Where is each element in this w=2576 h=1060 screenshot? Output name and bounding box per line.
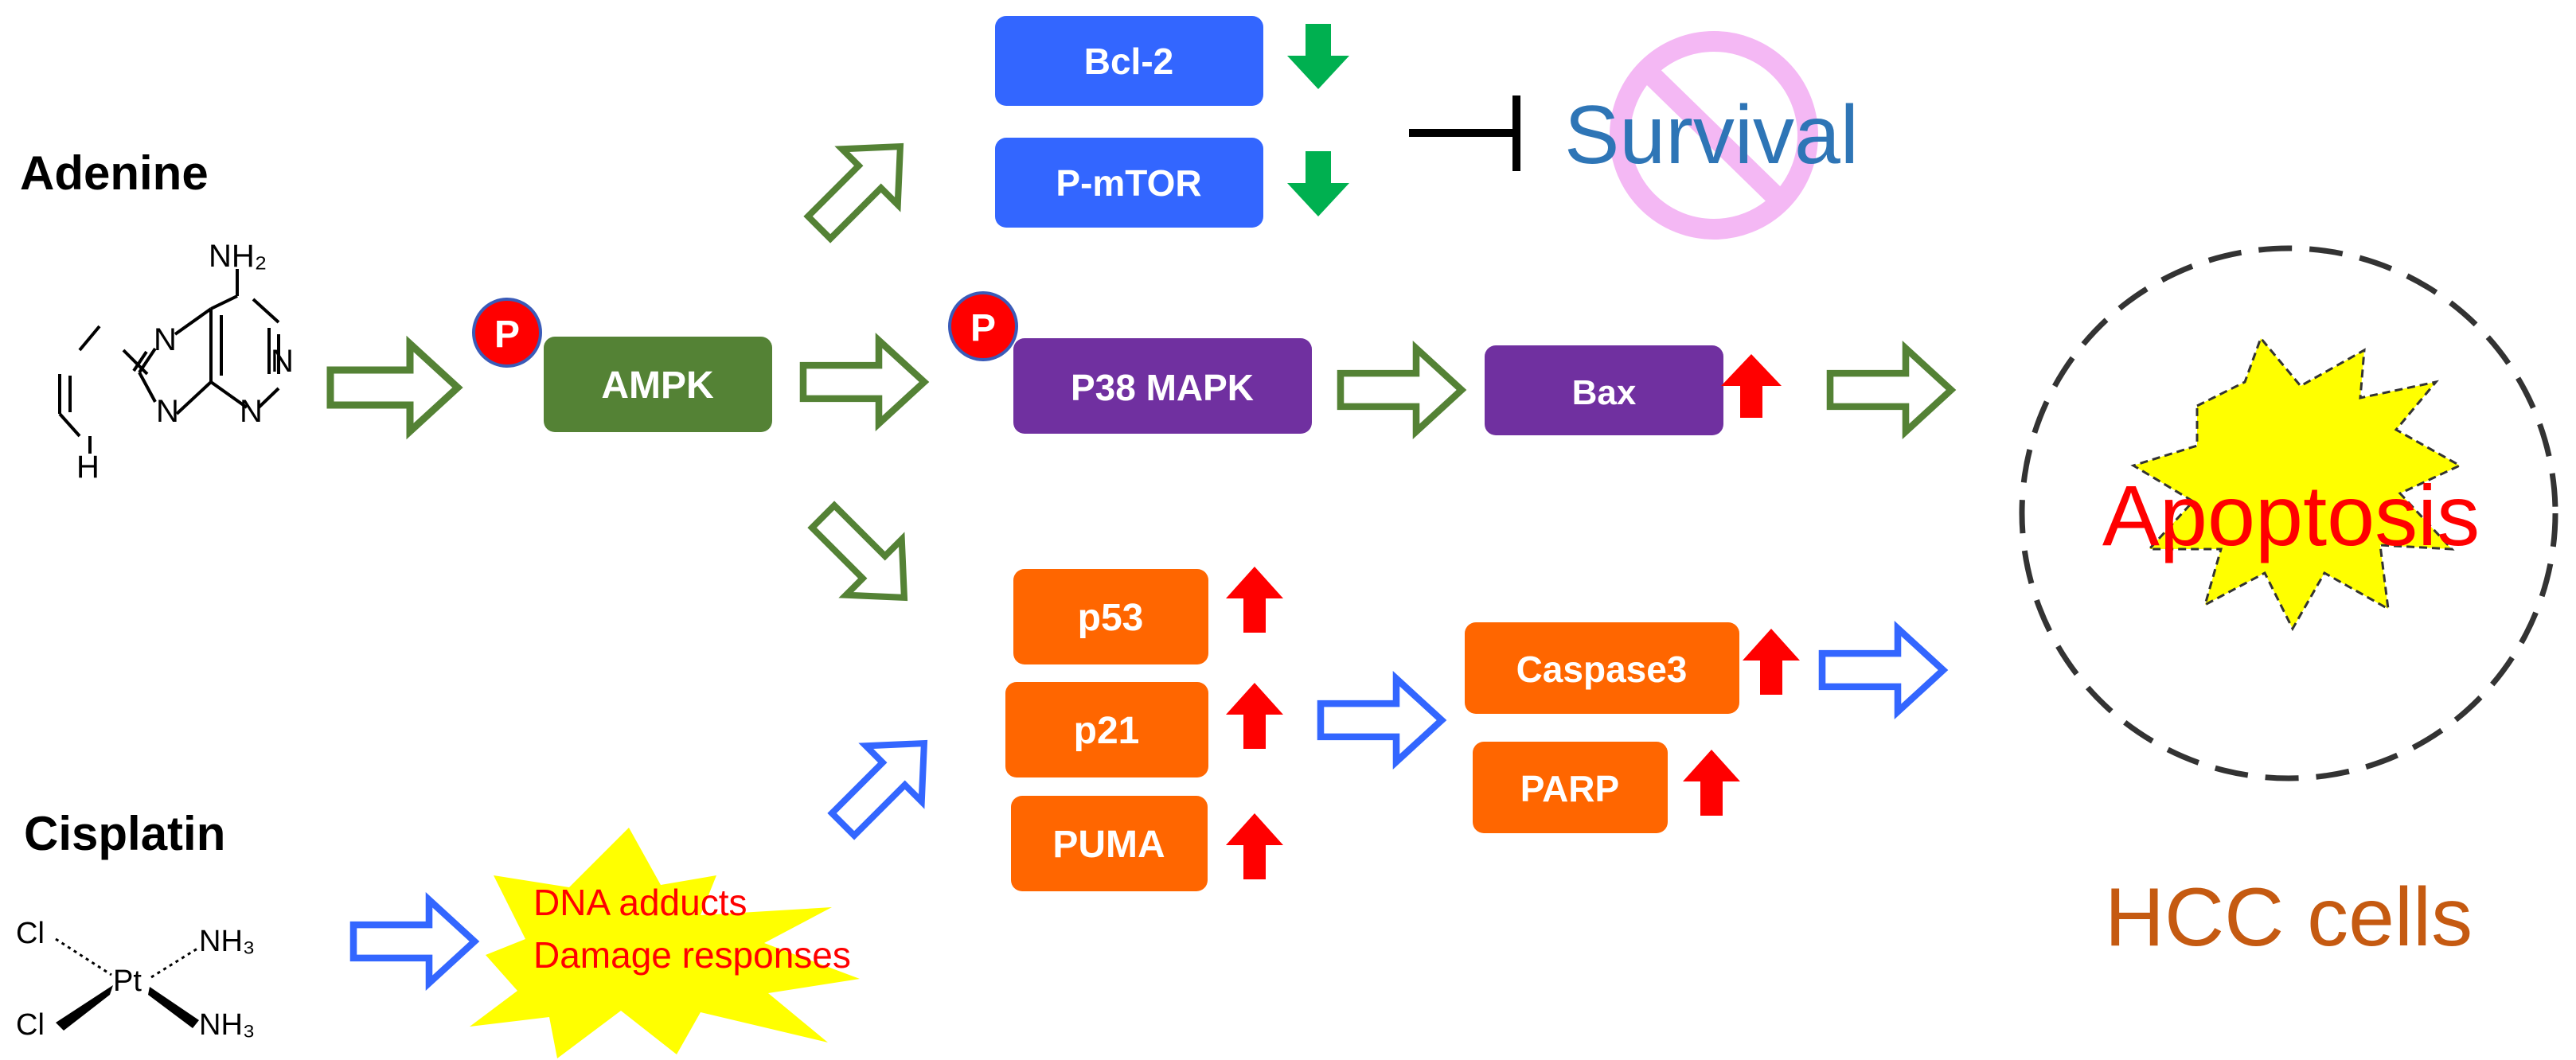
apoptosis-burst: [2130, 336, 2463, 632]
svg-text:P-mTOR: P-mTOR: [1056, 162, 1201, 204]
ampk-box: AMPK: [544, 337, 772, 432]
svg-text:N: N: [271, 344, 294, 379]
svg-text:Caspase3: Caspase3: [1516, 649, 1688, 690]
bax-up-arrow: [1721, 354, 1782, 418]
svg-text:P: P: [970, 307, 996, 349]
svg-text:Cl: Cl: [16, 917, 45, 950]
p21-box: p21: [1005, 682, 1208, 777]
cisplatin-structure: Cl Pt Cl NH₃ NH₃: [16, 917, 255, 1042]
svg-text:NH₃: NH₃: [199, 1008, 255, 1042]
adenine-label: Adenine: [20, 146, 209, 200]
pmtor-box: P-mTOR: [995, 138, 1263, 228]
cisplatin-label: Cisplatin: [24, 807, 225, 860]
hcc-cell-outline: [2019, 245, 2558, 781]
p53-box: p53: [1013, 569, 1208, 664]
bcl2-box: Bcl-2: [995, 16, 1263, 106]
p38-to-bax-arrow: [1341, 349, 1462, 432]
svg-text:P38 MAPK: P38 MAPK: [1071, 367, 1254, 408]
adenine-structure: [88, 269, 280, 454]
p38-box: P38 MAPK: [1013, 338, 1312, 434]
svg-text:p21: p21: [1074, 710, 1140, 752]
bcl2-down-arrow: [1287, 24, 1349, 89]
svg-text:P: P: [494, 314, 520, 356]
apoptosis-label: Apoptosis: [2102, 467, 2480, 563]
caspase-to-apoptosis-arrow: [1822, 629, 1943, 712]
puma-up-arrow: [1226, 813, 1283, 879]
svg-text:Bax: Bax: [1572, 373, 1637, 412]
ampk-phospho-badge: P: [472, 298, 542, 368]
svg-text:N: N: [240, 394, 263, 429]
ampk-to-p38-arrow: [803, 341, 924, 424]
adenine-bonds: [58, 325, 149, 438]
survival-label: Survival: [1564, 89, 1859, 181]
svg-text:Cl: Cl: [16, 1008, 45, 1042]
svg-text:H: H: [76, 450, 100, 485]
svg-text:N: N: [156, 394, 179, 429]
parp-box: PARP: [1473, 742, 1668, 833]
up-arrows: [1226, 354, 1800, 879]
p38-phospho-badge: P: [948, 291, 1018, 361]
pmtor-down-arrow: [1287, 151, 1349, 216]
caspase3-box: Caspase3: [1465, 622, 1739, 714]
dna-to-p21-arrow: [815, 715, 952, 852]
svg-text:N: N: [154, 322, 177, 357]
p53-up-arrow: [1226, 567, 1283, 633]
dna-damage-burst: [470, 828, 860, 1058]
inhibition-symbol: [1409, 95, 1520, 171]
parp-up-arrow: [1683, 750, 1740, 816]
svg-text:PARP: PARP: [1520, 768, 1619, 809]
bax-to-apoptosis-arrow: [1830, 349, 1951, 432]
adenine-atoms: NH₂ N N N N H: [76, 239, 294, 485]
svg-text:Pt: Pt: [113, 965, 142, 998]
svg-text:AMPK: AMPK: [601, 364, 714, 407]
ampk-to-p53-arrow: [795, 489, 932, 625]
cisplatin-to-dna-arrow: [353, 900, 474, 984]
svg-text:PUMA: PUMA: [1052, 824, 1165, 866]
p21-to-caspase-arrow: [1321, 679, 1442, 762]
cisplatin-bonds: [55, 937, 199, 1031]
adenine-to-ampk-arrow: [330, 344, 458, 431]
ampk-to-upper-arrow: [791, 119, 928, 255]
dna-adducts-text: DNA adducts: [533, 882, 747, 923]
puma-box: PUMA: [1011, 796, 1208, 891]
caspase3-up-arrow: [1743, 629, 1800, 695]
svg-text:NH₃: NH₃: [199, 925, 255, 958]
svg-text:p53: p53: [1078, 597, 1144, 639]
ban-sign-icon: [1610, 31, 1818, 240]
bax-box: Bax: [1485, 345, 1723, 435]
down-arrows: [1287, 24, 1349, 216]
hcc-cells-label: HCC cells: [2105, 871, 2473, 964]
p21-up-arrow: [1226, 683, 1283, 749]
damage-responses-text: Damage responses: [533, 934, 851, 976]
svg-text:NH₂: NH₂: [209, 239, 267, 274]
svg-text:Bcl-2: Bcl-2: [1084, 41, 1173, 82]
